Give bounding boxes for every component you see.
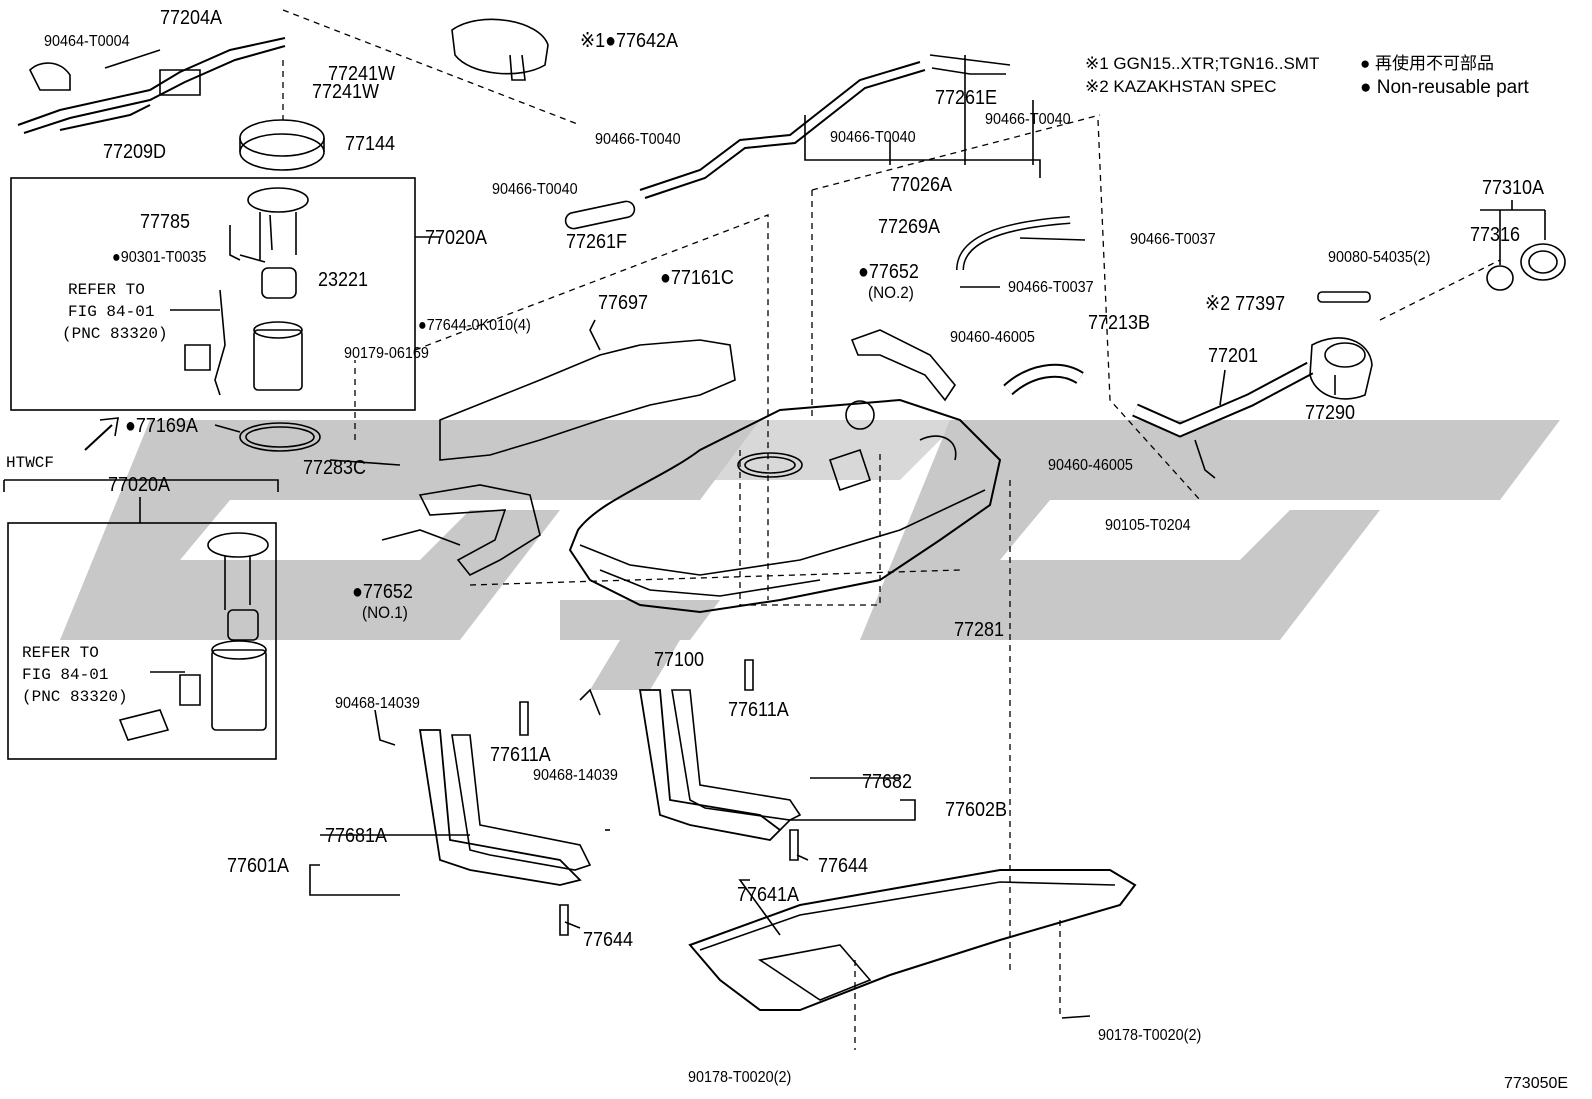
part-77026A[interactable]: 77026A	[890, 174, 953, 196]
lower-ref-line1: REFER TO	[22, 644, 99, 662]
part-90460-46005-b[interactable]: 90460-46005	[1048, 457, 1133, 474]
lower-assembly-box	[7, 522, 277, 760]
part-90466-T0040-a[interactable]: 90466-T0040	[595, 131, 681, 148]
note-1: ※1 GGN15..XTR;TGN16..SMT	[1085, 54, 1320, 73]
part-77682[interactable]: 77682	[862, 771, 913, 793]
upper-ref-line3: (PNC 83320)	[62, 325, 168, 343]
legend-japanese: ● 再使用不可部品	[1360, 54, 1494, 73]
lower-ref-line3: (PNC 83320)	[22, 688, 128, 706]
part-90105-T0204[interactable]: 90105-T0204	[1105, 517, 1191, 534]
part-77204A[interactable]: 77204A	[160, 7, 223, 29]
part-77201[interactable]: 77201	[1208, 345, 1259, 367]
part-90179-06169[interactable]: 90179-06169	[344, 345, 429, 362]
part-90466-T0037-a[interactable]: 90466-T0037	[1130, 231, 1216, 248]
part-77611A-a[interactable]: 77611A	[490, 744, 551, 766]
part-23221[interactable]: 23221	[318, 269, 369, 291]
part-77290[interactable]: 77290	[1305, 402, 1356, 424]
part-77785[interactable]: 77785	[140, 211, 191, 233]
part-90466-T0040-d[interactable]: 90466-T0040	[985, 111, 1071, 128]
part-77644-b[interactable]: 77644	[583, 929, 634, 951]
part-77641A[interactable]: 77641A	[737, 884, 800, 906]
part-77644-a[interactable]: 77644	[818, 855, 869, 877]
part-77144[interactable]: 77144	[345, 133, 396, 155]
upper-ref-line2: FIG 84-01	[68, 303, 155, 321]
part-77601A[interactable]: 77601A	[227, 855, 290, 877]
part-90468-14039-b[interactable]: 90468-14039	[533, 767, 618, 784]
part-77681A[interactable]: 77681A	[325, 825, 388, 847]
part-77642A[interactable]: ※1●77642A	[580, 30, 679, 52]
part-90466-T0040-c[interactable]: 90466-T0040	[830, 129, 916, 146]
part-77020A-lower[interactable]: 77020A	[108, 474, 171, 496]
part-77602B[interactable]: 77602B	[945, 799, 1008, 821]
part-90301-T0035[interactable]: ●90301-T0035	[112, 249, 207, 266]
part-77283C[interactable]: 77283C	[303, 457, 367, 479]
part-77611A-b[interactable]: 77611A	[728, 699, 789, 721]
part-77100[interactable]: 77100	[654, 649, 705, 671]
part-90466-T0037-b[interactable]: 90466-T0037	[1008, 279, 1094, 296]
part-77261F[interactable]: 77261F	[566, 231, 628, 253]
part-77281[interactable]: 77281	[954, 619, 1005, 641]
part-77316[interactable]: 77316	[1470, 224, 1521, 246]
figure-code: 773050E	[1504, 1075, 1569, 1092]
lower-ref-line2: FIG 84-01	[22, 666, 109, 684]
part-77310A[interactable]: 77310A	[1482, 177, 1545, 199]
part-77697[interactable]: 77697	[598, 292, 649, 314]
part-77020A-upper[interactable]: 77020A	[425, 227, 488, 249]
upper-ref-line1: REFER TO	[68, 281, 145, 299]
part-77213B[interactable]: 77213B	[1088, 312, 1151, 334]
part-77652-no2-sub: (NO.2)	[868, 283, 914, 302]
part-90080-54035[interactable]: 90080-54035(2)	[1328, 249, 1431, 266]
watermark-logo	[60, 420, 1560, 690]
part-90464-T0004[interactable]: 90464-T0004	[44, 33, 130, 50]
part-77269A[interactable]: 77269A	[878, 216, 941, 238]
part-77652-no2[interactable]: ●77652	[858, 261, 919, 283]
part-90460-46005-a[interactable]: 90460-46005	[950, 329, 1035, 346]
part-77397[interactable]: ※2 77397	[1205, 293, 1286, 315]
note-2: ※2 KAZAKHSTAN SPEC	[1085, 77, 1277, 96]
upper-assembly-box	[10, 177, 416, 411]
variant-tag: HTWCF	[6, 454, 55, 472]
part-90178-T0020-b[interactable]: 90178-T0020(2)	[688, 1069, 792, 1086]
part-77241W-a[interactable]: 77241W	[328, 63, 396, 85]
part-77652-no1-sub: (NO.1)	[362, 603, 408, 622]
part-90466-T0040-b[interactable]: 90466-T0040	[492, 181, 578, 198]
part-77652-no1[interactable]: ●77652	[352, 581, 413, 603]
part-77209D[interactable]: 77209D	[103, 141, 167, 163]
part-90178-T0020-a[interactable]: 90178-T0020(2)	[1098, 1027, 1202, 1044]
part-77161C[interactable]: ●77161C	[660, 267, 734, 289]
part-77261E[interactable]: 77261E	[935, 87, 998, 109]
part-77644-0K010[interactable]: ●77644-0K010(4)	[418, 317, 531, 334]
part-77241W-b[interactable]: 77241W	[312, 81, 380, 103]
part-90468-14039-a[interactable]: 90468-14039	[335, 695, 420, 712]
part-77169A[interactable]: ●77169A	[125, 415, 198, 437]
legend-english: ● Non-reusable part	[1360, 77, 1529, 98]
